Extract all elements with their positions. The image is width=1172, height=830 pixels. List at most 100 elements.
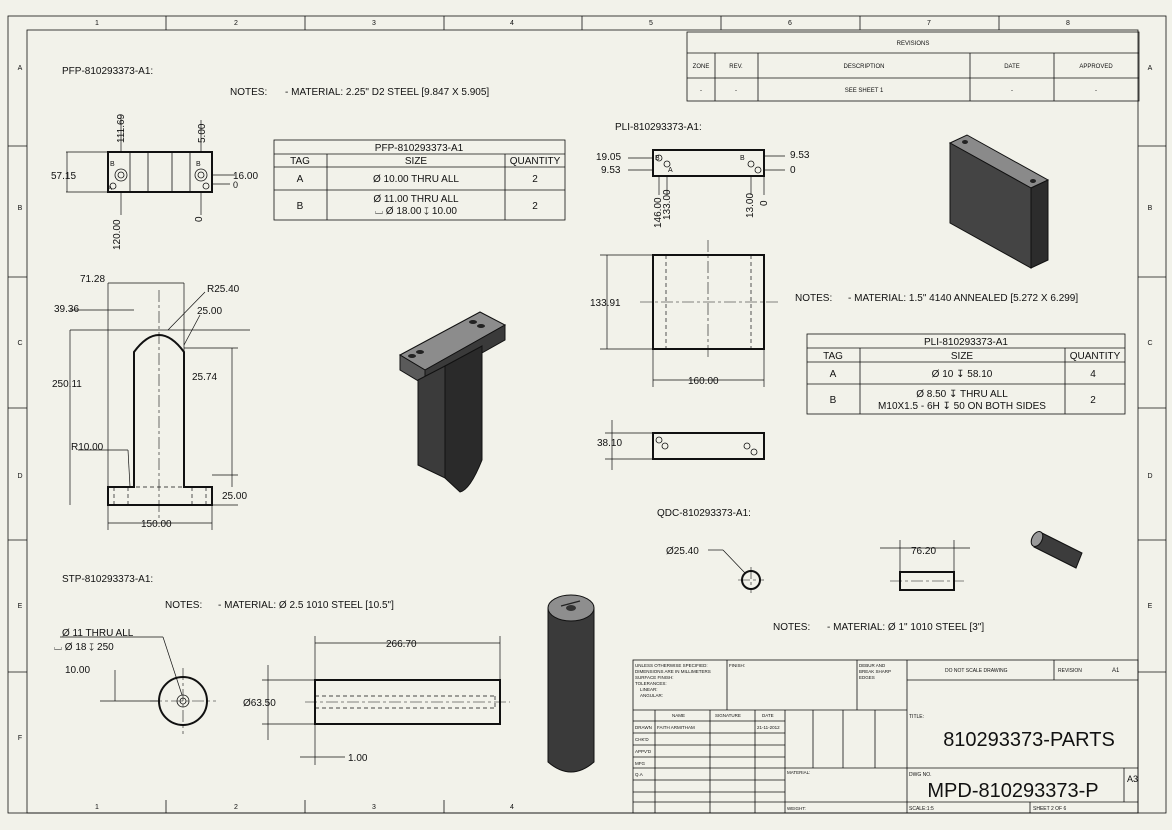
pfp-dim-120: 120.00 <box>112 219 123 250</box>
pli-dim-1905: 19.05 <box>596 152 621 163</box>
pli-dim-13391: 133.91 <box>590 298 621 309</box>
pfp-dim-r25: R25.40 <box>207 284 240 295</box>
pfp-table-cell: Ø 10.00 THRU ALL <box>373 174 459 185</box>
zone-label: 1 <box>95 804 99 811</box>
pli-dim-3810: 38.10 <box>597 438 622 449</box>
pfp-dim-25: 25.00 <box>197 306 222 317</box>
stp-side-view: 266.70 Ø63.50 1.00 <box>243 636 510 765</box>
tb-material-label: MATERIAL: <box>787 770 810 775</box>
tb-title: 810293373-PARTS <box>943 729 1115 751</box>
tb-dwg-label: DWG NO. <box>909 772 932 778</box>
pfp-dim-150: 150.00 <box>141 519 172 530</box>
pli-table-cell: A <box>830 369 837 380</box>
tb-scale: SCALE:1:5 <box>909 806 934 812</box>
tb-row-label: MFG <box>635 761 645 766</box>
pli-dim-146: 146.00 <box>653 197 664 228</box>
title-block: UNLESS OTHERWISE SPECIFIED: DIMENSIONS A… <box>632 659 1139 814</box>
pli-top-view: B B A 19.05 9.53 9.53 0 146.00 133.00 13… <box>596 149 810 228</box>
tb-row-label: APPV'D <box>635 749 652 754</box>
pfp-table-cell: 2 <box>532 174 538 185</box>
rev-header-date: DATE <box>1004 64 1020 70</box>
qdc-title: QDC-810293373-A1: <box>657 508 751 519</box>
pfp-table-cell: Ø 11.00 THRU ALL <box>373 194 459 205</box>
stp-end-view: Ø 11 THRU ALL ⌴ Ø 18 ↧ 250 10.00 <box>54 628 216 734</box>
rev-cell: - <box>735 88 737 94</box>
pfp-table-cell: 2 <box>532 201 538 212</box>
inner-frame <box>26 29 1139 814</box>
zone-label: 8 <box>1066 20 1070 27</box>
tb-tol-line: LINEAR: <box>640 687 658 692</box>
pfp-isometric-view <box>398 311 507 493</box>
pli-table-cell: B <box>830 395 837 406</box>
rev-header-zone: ZONE <box>693 64 710 70</box>
pli-table-cell: 2 <box>1090 395 1096 406</box>
stp-dim-10: 10.00 <box>65 665 90 676</box>
pfp-table-header: QUANTITY <box>510 156 561 167</box>
pfp-title: PFP-810293373-A1: <box>62 66 153 77</box>
pli-table-header: SIZE <box>951 351 974 362</box>
pli-title: PLI-810293373-A1: <box>615 122 702 133</box>
qdc-side-view: 76.20 <box>880 540 970 591</box>
pfp-dim-5: 5.00 <box>197 123 208 143</box>
zone-label: 3 <box>372 804 376 811</box>
pfp-dim-111: 111.69 <box>116 113 127 143</box>
pli-table-header: TAG <box>823 351 843 362</box>
zone-label: B <box>1148 205 1153 212</box>
zone-label: 1 <box>95 20 99 27</box>
pfp-dim-250: 250.11 <box>52 379 82 390</box>
pli-hole-table: PLI-810293373-A1 TAG SIZE QUANTITY A Ø 1… <box>806 333 1126 415</box>
tb-finish: FINISH: <box>729 663 745 668</box>
tb-tol-line: TOLERANCES: <box>635 681 667 686</box>
revisions-table: REVISIONS ZONE REV. DESCRIPTION DATE APP… <box>686 31 1140 102</box>
tb-row-label: CHK'D <box>635 737 649 742</box>
rev-cell: - <box>700 88 702 94</box>
pfp-dim-r10: R10.00 <box>71 442 104 453</box>
pli-dim-953r: 9.53 <box>790 150 810 161</box>
pfp-table-header: TAG <box>290 156 310 167</box>
pli-tag-b: B <box>740 155 745 162</box>
stp-notes: - MATERIAL: Ø 2.5 1010 STEEL [10.5"] <box>218 600 394 611</box>
pfp-tag-b: B <box>110 161 115 168</box>
tb-tol-line: UNLESS OTHERWISE SPECIFIED: <box>635 663 708 668</box>
pfp-dim-39: 39.36 <box>54 304 79 315</box>
pli-table-cell: M10X1.5 - 6H ↧ 50 ON BOTH SIDES <box>878 401 1046 412</box>
pfp-tag-a: A <box>108 186 112 192</box>
tb-do-not-scale: DO NOT SCALE DRAWING <box>945 668 1008 674</box>
pfp-dim-0b: 0 <box>194 216 205 222</box>
tb-drawn-name: FAITH ARMITHAM <box>657 725 695 730</box>
stp-dim-1: 1.00 <box>348 753 368 764</box>
tb-tol-line: SURFACE FINISH: <box>635 675 674 680</box>
pfp-hole-table: PFP-810293373-A1 TAG SIZE QUANTITY A Ø 1… <box>273 139 566 221</box>
tb-deburr: EDGES <box>859 675 875 680</box>
pli-front-view: 133.91 160.00 <box>590 240 780 387</box>
zone-label: E <box>18 603 23 610</box>
rev-cell: SEE SHEET 1 <box>845 88 884 94</box>
pfp-table-title: PFP-810293373-A1 <box>375 143 464 154</box>
pli-table-title: PLI-810293373-A1 <box>924 337 1008 348</box>
pli-table-cell: Ø 10 ↧ 58.10 <box>932 369 993 380</box>
pfp-table-cell: ⌴ Ø 18.00 ↧ 10.00 <box>375 206 457 217</box>
pfp-dim-2574: 25.74 <box>192 372 217 383</box>
pli-dim-133: 133.00 <box>662 189 673 220</box>
pli-tag-b: B <box>655 155 660 162</box>
tb-sheet: SHEET 2 OF 6 <box>1033 806 1066 812</box>
zone-label: B <box>18 205 23 212</box>
pfp-dim-0: 0 <box>233 180 238 190</box>
zone-label: D <box>17 473 22 480</box>
pli-dim-0b: 0 <box>759 200 770 206</box>
tb-title-label: TITLE: <box>909 714 924 720</box>
pli-dim-13: 13.00 <box>745 193 756 218</box>
stp-callout1: Ø 11 THRU ALL <box>62 628 134 639</box>
zone-labels-top: 1 2 3 4 5 6 7 8 1 2 3 4 <box>95 20 1070 811</box>
pfp-dim-25b: 25.00 <box>222 491 247 502</box>
rev-header-rev: REV. <box>729 64 743 70</box>
pli-bottom-view: 38.10 <box>597 420 765 470</box>
pfp-table-cell: B <box>297 201 304 212</box>
zone-label: A <box>1148 65 1153 72</box>
tb-col-head: SIGNATURE <box>715 713 741 718</box>
tb-deburr: BREAK SHARP <box>859 669 891 674</box>
qdc-end-view: Ø25.40 <box>666 546 764 593</box>
tb-revision-label: REVISION <box>1058 668 1082 674</box>
stp-dim-dia: Ø63.50 <box>243 698 276 709</box>
tb-size: A3 <box>1127 774 1138 784</box>
